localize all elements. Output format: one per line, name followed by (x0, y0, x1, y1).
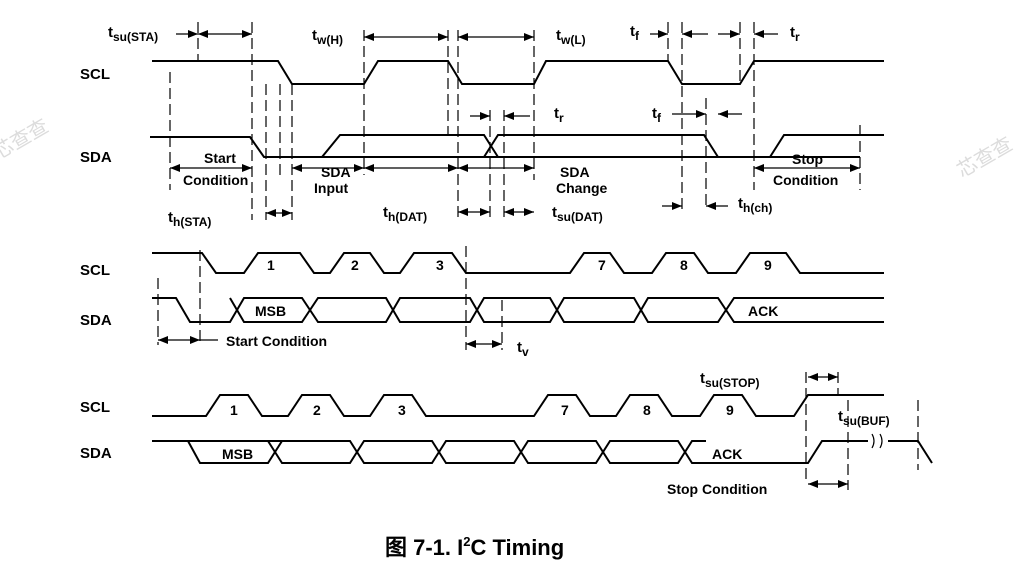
param-th-dat: th(DAT) (383, 204, 490, 224)
watermark-right: 芯查查 (953, 132, 1017, 183)
scl-label-1: SCL (80, 66, 110, 83)
param-th-ch: th(ch) (662, 195, 772, 215)
sda-waveform-1 (150, 136, 860, 158)
bit-label-1a: 1 (267, 257, 275, 273)
sda-waveform-3-complement (188, 440, 706, 464)
svg-text:th(ch): th(ch) (738, 195, 772, 215)
sda-label-1: SDA (80, 149, 112, 166)
param-tf-sda: tf (652, 105, 742, 125)
start-condition-1: Start Condition (170, 150, 252, 188)
svg-text:SDA: SDA (321, 164, 351, 180)
svg-text:tr: tr (790, 24, 800, 44)
param-tw-h: tw(H) (312, 27, 448, 47)
scl-waveform-2 (152, 252, 884, 274)
bit-label-7a: 7 (598, 257, 606, 273)
bit-label-9b: 9 (726, 402, 734, 418)
svg-text:tw(L): tw(L) (556, 27, 586, 47)
bit-label-3a: 3 (436, 257, 444, 273)
svg-text:tf: tf (630, 23, 640, 43)
sda-waveform-3 (152, 440, 868, 464)
sda-input: SDA Input (292, 164, 458, 196)
svg-text:tsu(BUF): tsu(BUF) (838, 408, 890, 428)
scl-label-3: SCL (80, 399, 110, 416)
panel-start-sequence: SCL SDA 1 2 3 7 8 9 MSB ACK Start Condit… (80, 246, 884, 359)
sda-data-high-1 (321, 134, 499, 158)
svg-text:图 7-1. I2C Timing: 图 7-1. I2C Timing (385, 534, 564, 560)
param-tsu-stop: tsu(STOP) (700, 370, 838, 390)
sda-data-high-2 (483, 134, 719, 158)
bit-label-8b: 8 (643, 402, 651, 418)
svg-text:th(STA): th(STA) (168, 209, 211, 229)
param-tf-scl: tf (630, 23, 708, 43)
bit-label-9a: 9 (764, 257, 772, 273)
svg-text:Condition: Condition (183, 172, 248, 188)
reference-lines-3 (805, 372, 919, 490)
scl-label-2: SCL (80, 262, 110, 279)
svg-text:tsu(STOP): tsu(STOP) (700, 370, 759, 390)
svg-text:tsu(STA): tsu(STA) (108, 24, 158, 44)
sda-waveform-3-end (888, 440, 933, 464)
msb-label-3: MSB (222, 446, 253, 462)
scl-waveform-1 (152, 60, 884, 85)
msb-label-2: MSB (255, 303, 286, 319)
panel-timing-parameters: SCL SDA (80, 22, 884, 229)
svg-text:Condition: Condition (773, 172, 838, 188)
bit-label-2b: 2 (313, 402, 321, 418)
sda-label-2: SDA (80, 312, 112, 329)
param-th-sta: th(STA) (168, 209, 292, 229)
sda-stop-rise (769, 134, 884, 158)
svg-text:th(DAT): th(DAT) (383, 204, 427, 224)
svg-text:tsu(DAT): tsu(DAT) (552, 204, 603, 224)
sda-change: SDA Change (458, 164, 608, 196)
param-tv: tv (466, 339, 529, 359)
bit-label-8a: 8 (680, 257, 688, 273)
bit-label-2a: 2 (351, 257, 359, 273)
param-tw-l: tw(L) (458, 27, 586, 47)
start-condition-2: Start Condition (158, 333, 327, 349)
svg-text:Start Condition: Start Condition (226, 333, 327, 349)
param-tr-sda: tr (470, 105, 564, 125)
svg-text:tv: tv (517, 339, 529, 359)
ack-label-2: ACK (748, 303, 778, 319)
param-tsu-sta: tsu(STA) (108, 24, 252, 44)
panel-stop-sequence: SCL SDA 1 2 3 7 8 9 MSB ACK tsu(STOP) (80, 370, 933, 497)
sda-label-3: SDA (80, 445, 112, 462)
param-tsu-buf: tsu(BUF) (838, 408, 890, 428)
svg-text:Input: Input (314, 180, 349, 196)
reference-lines-1 (169, 22, 861, 220)
sda-waveform-2-complement (229, 297, 884, 323)
svg-text:Change: Change (556, 180, 608, 196)
scl-waveform-3 (152, 394, 884, 417)
stop-condition-1: Stop Condition (754, 151, 860, 188)
svg-text:tr: tr (554, 105, 564, 125)
break-symbol (871, 433, 883, 449)
stop-condition-3: Stop Condition (667, 480, 848, 497)
svg-text:tw(H): tw(H) (312, 27, 343, 47)
param-tr-scl: tr (718, 24, 800, 44)
svg-text:tf: tf (652, 105, 662, 125)
bit-label-3b: 3 (398, 402, 406, 418)
bit-label-1b: 1 (230, 402, 238, 418)
watermark-left: 芯查查 (0, 114, 52, 165)
reference-lines-2 (157, 246, 503, 350)
svg-text:Stop Condition: Stop Condition (667, 481, 767, 497)
figure-caption: 图 7-1. I2C Timing (385, 534, 564, 560)
bit-label-7b: 7 (561, 402, 569, 418)
svg-text:Start: Start (204, 150, 236, 166)
ack-label-3: ACK (712, 446, 742, 462)
svg-text:SDA: SDA (560, 164, 590, 180)
svg-text:Stop: Stop (792, 151, 823, 167)
param-tsu-dat: tsu(DAT) (504, 204, 603, 224)
